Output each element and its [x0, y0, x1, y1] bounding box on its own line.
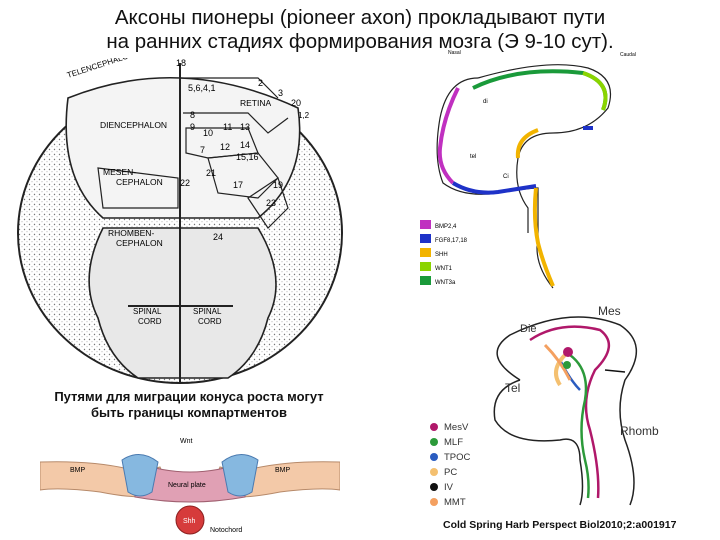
- brain-tube: [88, 227, 277, 379]
- num-12: 12: [220, 142, 230, 152]
- label-mesencephalon-2: CEPHALON: [116, 177, 163, 187]
- label-nasal: Nasal: [448, 50, 461, 56]
- legend-fgf: FGF8,17,18: [435, 238, 468, 244]
- label-telencephalon: TELENCEPHALON: [66, 58, 135, 80]
- num-12b: 1,2: [298, 111, 310, 120]
- num-1516: 15,16: [236, 152, 259, 162]
- label-caudal: Caudal: [620, 52, 636, 58]
- legend-mmt: MMT: [444, 497, 466, 508]
- label-rhomb: Rhomb: [620, 424, 659, 438]
- axon-tracts-figure: Mes Die Tel Rhomb MesV MLF TPOC PC IV MM…: [430, 304, 659, 508]
- legend-wnt3a: WNT3a: [435, 280, 456, 286]
- num-22: 22: [180, 178, 190, 188]
- gene-expression-figure: Nasal Caudal di tel Ci BMP2,4 FGF8,17,18…: [420, 50, 636, 289]
- slide-title: Аксоны пионеры (pioneer axon) прокладыва…: [0, 6, 720, 54]
- brain-map-figure: TELENCEPHALON DIENCEPHALON MESEN- CEPHAL…: [17, 58, 343, 384]
- num-13: 13: [240, 122, 250, 132]
- citation: Cold Spring Harb Perspect Biol2010;2:a00…: [443, 519, 677, 531]
- num-18: 18: [176, 58, 186, 68]
- caption-line-1: Путями для миграции конуса роста могут: [54, 389, 324, 404]
- label-bmp-right: BMP: [275, 467, 291, 474]
- label-tel: Tel: [505, 381, 520, 395]
- num-21: 21: [206, 168, 216, 178]
- legend-bmp: BMP2,4: [435, 224, 457, 230]
- num-17: 17: [233, 180, 243, 190]
- legend-iv: IV: [444, 482, 454, 493]
- label-mesencephalon-1: MESEN-: [103, 167, 136, 177]
- label-die: Die: [520, 323, 537, 335]
- num-8: 8: [190, 110, 195, 120]
- num-19: 19: [273, 180, 283, 190]
- label-cord-left: CORD: [138, 317, 162, 326]
- notochord-circle: [175, 505, 205, 535]
- num-7: 7: [200, 145, 205, 155]
- label-spinal-right: SPINAL: [193, 307, 222, 316]
- legend-wnt1: WNT1: [435, 266, 453, 272]
- legend-gene-expression: BMP2,4 FGF8,17,18 SHH WNT1 WNT3a: [420, 220, 468, 286]
- label-wnt: Wnt: [180, 438, 193, 445]
- label-tel: tel: [470, 154, 476, 160]
- num-24: 24: [213, 232, 223, 242]
- num-5641: 5,6,4,1: [188, 83, 216, 93]
- label-ci: Ci: [503, 174, 509, 180]
- label-cord-right: CORD: [198, 317, 222, 326]
- neural-plate-shape: [134, 461, 246, 503]
- compartment-caption: Путями для миграции конуса роста могут б…: [14, 389, 364, 421]
- num-14: 14: [240, 140, 250, 150]
- label-spinal-left-1: SPINAL: [133, 307, 162, 316]
- label-shh: Shh: [183, 518, 196, 525]
- label-neural-plate: Neural plate: [168, 482, 206, 489]
- label-diencephalon: DIENCEPHALON: [100, 120, 167, 130]
- num-11: 11: [223, 122, 232, 132]
- label-mes: Mes: [598, 304, 621, 318]
- num-3: 3: [278, 88, 283, 98]
- num-9: 9: [190, 122, 195, 132]
- num-23: 23: [266, 198, 276, 208]
- legend-mesv: MesV: [444, 422, 469, 433]
- label-rhombencephalon-2: CEPHALON: [116, 238, 163, 248]
- title-line-2: на ранних стадиях формирования мозга (Э …: [106, 30, 614, 53]
- legend-axon-tracts: MesV MLF TPOC PC IV MMT: [430, 422, 471, 508]
- label-rhombencephalon-1: RHOMBEN-: [108, 228, 154, 238]
- label-di: di: [483, 99, 488, 105]
- neural-plate-figure: Wnt BMP BMP Neural plate Shh Notochord: [40, 438, 340, 535]
- label-notochord: Notochord: [210, 527, 242, 534]
- title-line-1: Аксоны пионеры (pioneer axon) прокладыва…: [114, 6, 606, 29]
- num-20: 20: [291, 98, 301, 108]
- legend-tpoc: TPOC: [444, 452, 471, 463]
- legend-mlf: MLF: [444, 437, 463, 448]
- num-2: 2: [258, 78, 263, 88]
- legend-pc: PC: [444, 467, 457, 478]
- num-10: 10: [203, 128, 213, 138]
- legend-shh: SHH: [435, 252, 448, 258]
- label-retina: RETINA: [240, 98, 272, 108]
- label-bmp-left: BMP: [70, 467, 86, 474]
- caption-line-2: быть границы компартментов: [90, 405, 287, 420]
